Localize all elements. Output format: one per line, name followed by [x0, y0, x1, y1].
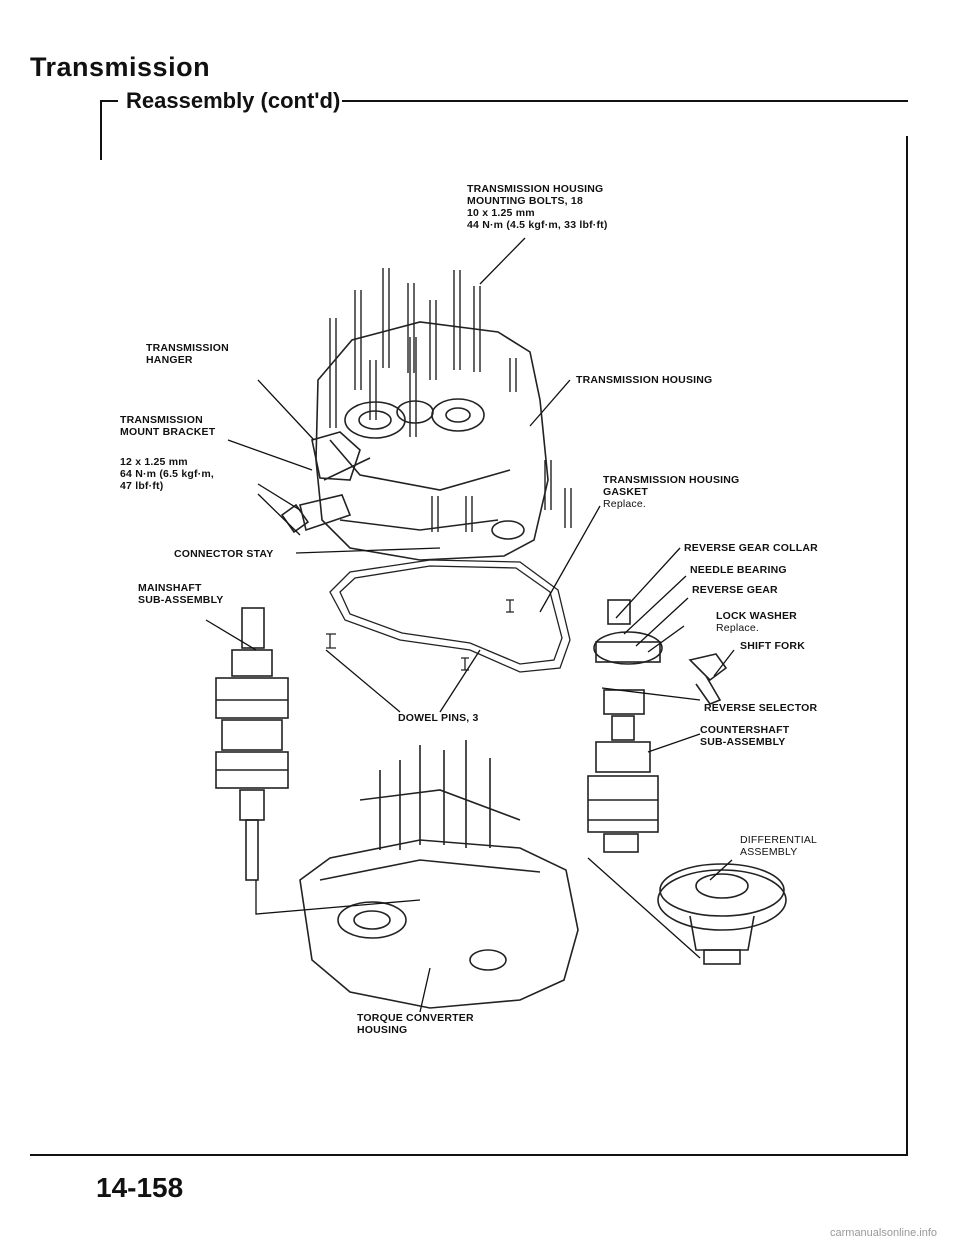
label-reverse-gear-collar: REVERSE GEAR COLLAR — [684, 542, 818, 554]
mainshaft-part — [215, 607, 289, 881]
label-transmission-hanger: TRANSMISSION HANGER — [146, 342, 229, 366]
header-bracket — [100, 100, 102, 160]
label-mount-bracket: TRANSMISSION MOUNT BRACKET — [120, 414, 216, 438]
label-countershaft: COUNTERSHAFT SUB-ASSEMBLY — [700, 724, 790, 748]
label-mainshaft: MAINSHAFT SUB-ASSEMBLY — [138, 582, 224, 606]
page-subtitle: Reassembly (cont'd) — [126, 88, 341, 113]
housing-mounting-bolts — [329, 268, 572, 532]
label-housing-gasket: TRANSMISSION HOUSING GASKET — [603, 474, 740, 498]
shift-fork-part — [688, 653, 728, 705]
label-torque-converter-housing: TORQUE CONVERTER HOUSING — [357, 1012, 474, 1036]
label-dowel-pins: DOWEL PINS, 3 — [398, 712, 479, 724]
label-transmission-housing: TRANSMISSION HOUSING — [576, 374, 713, 386]
label-needle-bearing: NEEDLE BEARING — [690, 564, 787, 576]
page-number: 14-158 — [96, 1172, 184, 1203]
header-rule — [342, 100, 908, 102]
differential-part — [657, 863, 787, 965]
label-shift-fork: SHIFT FORK — [740, 640, 805, 652]
frame-right-border — [906, 136, 908, 1154]
countershaft-part — [587, 599, 663, 853]
header-bracket-top — [100, 100, 118, 102]
frame-bottom-border — [30, 1154, 908, 1156]
housing-gasket — [326, 559, 571, 673]
transmission-housing-part — [315, 321, 549, 561]
label-housing-mounting-bolts: TRANSMISSION HOUSING MOUNTING BOLTS, 18 … — [467, 183, 608, 231]
mount-bracket-part — [280, 431, 371, 534]
label-differential: DIFFERENTIAL ASSEMBLY — [740, 834, 818, 858]
torque-converter-housing-part — [299, 740, 579, 1009]
label-lock-washer: LOCK WASHER — [716, 610, 797, 622]
label-gasket-note: Replace. — [603, 498, 647, 510]
page-title: Transmission — [30, 52, 211, 82]
label-connector-stay: CONNECTOR STAY — [174, 548, 274, 560]
label-reverse-selector: REVERSE SELECTOR — [704, 702, 818, 714]
label-bracket-torque: 12 x 1.25 mm 64 N·m (6.5 kgf·m, 47 lbf·f… — [120, 456, 215, 492]
watermark: carmanualsonline.info — [830, 1227, 938, 1239]
label-lock-washer-note: Replace. — [716, 622, 760, 634]
label-reverse-gear: REVERSE GEAR — [692, 584, 778, 596]
